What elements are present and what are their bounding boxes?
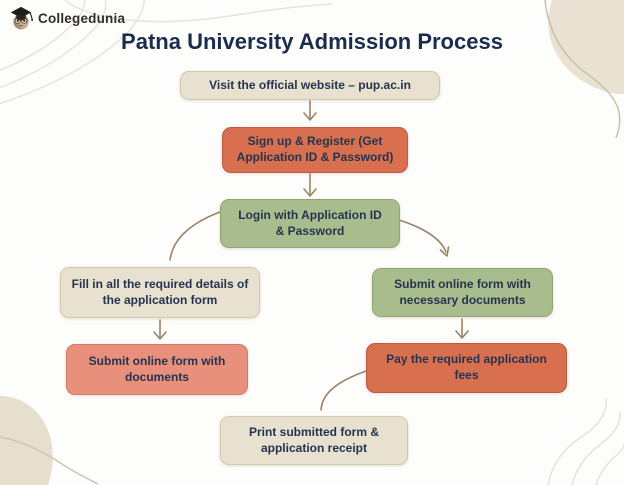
connector-login-to-fill-details <box>169 211 221 261</box>
flow-step-print-receipt: Print submitted form & application recei… <box>220 416 408 465</box>
flow-step-signup-register: Sign up & Register (Get Application ID &… <box>222 127 408 173</box>
arrow-login-to-submit-form <box>398 219 450 257</box>
owl-graduation-cap-icon <box>10 6 34 30</box>
flow-step-pay-fees: Pay the required application fees <box>366 343 567 393</box>
arrow-fill-details-to-submit <box>153 319 167 340</box>
page-title: Patna University Admission Process <box>121 29 503 54</box>
blob-bottom-left <box>0 396 53 485</box>
wave-lines-bottom-right <box>547 397 624 485</box>
arrow-signup-to-login <box>303 173 317 197</box>
arrow-submit-to-pay <box>455 318 469 339</box>
flow-step-login: Login with Application ID & Password <box>220 199 400 248</box>
brand-name: Collegedunia <box>38 10 126 26</box>
flow-step-fill-details: Fill in all the required details of the … <box>60 267 260 318</box>
flow-step-visit-website: Visit the official website – pup.ac.in <box>180 71 440 100</box>
arrow-visit-to-signup <box>303 100 317 121</box>
connector-pay-to-print <box>320 370 367 411</box>
flow-step-submit-form: Submit online form with documents <box>66 344 248 395</box>
line-bottom-left <box>0 436 99 485</box>
line-top-right <box>544 0 621 139</box>
brand-logo: Collegedunia <box>8 4 125 32</box>
flow-step-submit-form-documents: Submit online form with necessary docume… <box>372 268 553 317</box>
